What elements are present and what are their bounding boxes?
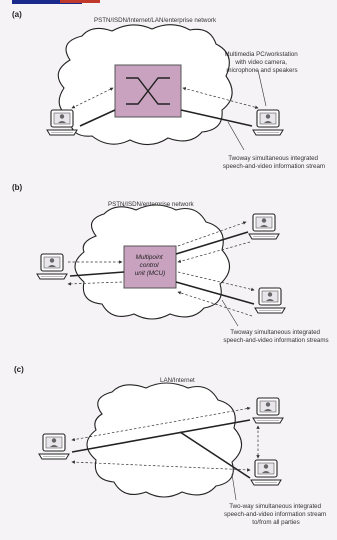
panel-b: (b) PSTN/ISDN/enterprise network Multipo… <box>12 183 329 344</box>
panel-b-link-left <box>69 271 125 277</box>
panel-a-network-label: PSTN/ISDN/Internet/LAN/enterprise networ… <box>94 17 217 24</box>
panel-a-link-left <box>79 109 116 127</box>
panel-b-workstation-left <box>36 253 68 280</box>
header-bar <box>12 0 82 4</box>
panel-a-callout-stream <box>227 121 245 151</box>
panel-a-letter: (a) <box>12 10 22 19</box>
panel-a-callout-workstation <box>257 69 267 107</box>
panel-c-network-cloud <box>86 382 243 498</box>
panel-a-workstation-left <box>46 109 78 136</box>
panel-c-letter: (c) <box>14 365 24 374</box>
svg-text:Multipoint control: Multipoint control unit (MCU) <box>135 254 165 277</box>
panel-b-workstation-top-right <box>248 213 280 240</box>
panel-a-workstation-label: Multimedia PC/workstation with video cam… <box>225 51 300 74</box>
panel-b-stream-bottom-right-b <box>177 291 253 317</box>
panel-c: (c) LAN/Internet Two-way simultaneous in… <box>14 365 328 526</box>
panel-b-stream-bottom-right-a <box>177 271 255 292</box>
panel-c-workstation-left <box>38 433 70 460</box>
panel-c-callout-stream <box>231 473 237 501</box>
panel-a-link-right <box>180 109 253 127</box>
panel-b-stream-top-right-b <box>177 241 251 263</box>
panel-a-workstation-right <box>252 109 284 136</box>
header-accent <box>60 0 100 3</box>
panel-a: (a) PSTN/ISDN/Internet/LAN/enterprise ne… <box>12 10 325 170</box>
panel-b-callout-stream <box>221 299 239 327</box>
panel-b-stream-top-right-a <box>177 221 247 247</box>
panel-a-stream-right <box>182 87 259 109</box>
panel-c-workstation-top-right <box>252 397 284 424</box>
panel-b-link-bottom-right <box>175 281 255 305</box>
panel-a-stream-left <box>71 87 114 109</box>
panel-b-mcu: Multipoint control unit (MCU) <box>123 245 177 289</box>
panel-b-workstation-bottom-right <box>254 287 286 314</box>
panel-b-letter: (b) <box>12 183 23 192</box>
panel-b-stream-label: Twoway simultaneous integrated speech-an… <box>223 329 328 344</box>
panel-c-stream-top-a <box>71 406 251 442</box>
panel-c-stream-label: Two-way simultaneous integrated speech-a… <box>224 503 328 526</box>
panel-a-stream-label: Twoway simultaneous integrated speech-an… <box>223 155 325 170</box>
panel-b-network-label: PSTN/ISDN/enterprise network <box>108 201 195 208</box>
panel-b-stream-left-in <box>67 281 123 286</box>
panel-c-network-label: LAN/Internet <box>160 377 195 384</box>
panel-c-workstation-bottom-right <box>250 459 282 486</box>
panel-a-switch <box>114 64 182 118</box>
panel-b-link-top-right <box>175 231 249 255</box>
